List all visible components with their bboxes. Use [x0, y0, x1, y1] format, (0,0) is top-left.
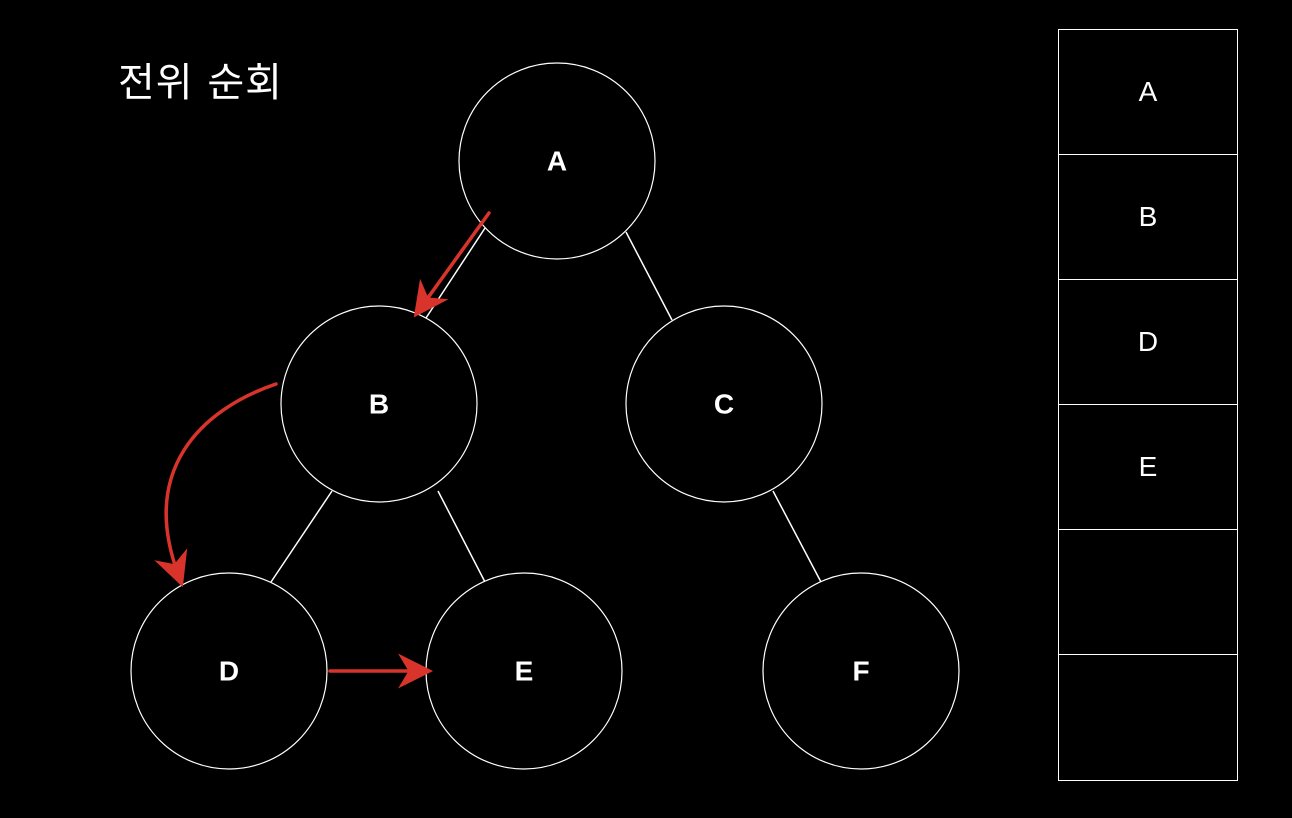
node-a-label: A: [547, 146, 567, 177]
traversal-arrow-a-to-b: [413, 211, 491, 318]
node-a-circle: [458, 62, 656, 260]
binary-tree-diagram: A B C D E F: [130, 62, 960, 770]
edge-b-e: [437, 490, 486, 583]
node-e: E: [425, 572, 623, 770]
node-e-label: E: [515, 656, 534, 687]
node-b-circle: [280, 305, 478, 503]
stack-cell: D: [1059, 280, 1237, 405]
edge-a-c: [625, 231, 673, 321]
stack-cell: A: [1059, 30, 1237, 155]
node-f-circle: [762, 572, 960, 770]
node-f: F: [762, 572, 960, 770]
node-d-label: D: [219, 656, 239, 687]
stack-cell: E: [1059, 405, 1237, 530]
diagram-title: 전위 순회: [118, 60, 283, 106]
node-b: B: [280, 305, 478, 503]
edge-c-f: [772, 490, 822, 583]
node-c-label: C: [714, 389, 734, 420]
node-d: D: [130, 572, 328, 770]
node-d-circle: [130, 572, 328, 770]
edge-b-d: [270, 490, 333, 583]
node-f-label: F: [852, 656, 869, 687]
edge-a-b: [425, 224, 488, 319]
stack-cell: [1059, 655, 1237, 780]
traversal-arrow-b-to-d: [154, 382, 278, 588]
visit-order-stack: A B D E: [1058, 29, 1238, 781]
stack-cell: B: [1059, 155, 1237, 280]
node-a: A: [458, 62, 656, 260]
stack-cell: [1059, 530, 1237, 655]
node-b-label: B: [369, 389, 389, 420]
node-c-circle: [625, 305, 823, 503]
node-c: C: [625, 305, 823, 503]
